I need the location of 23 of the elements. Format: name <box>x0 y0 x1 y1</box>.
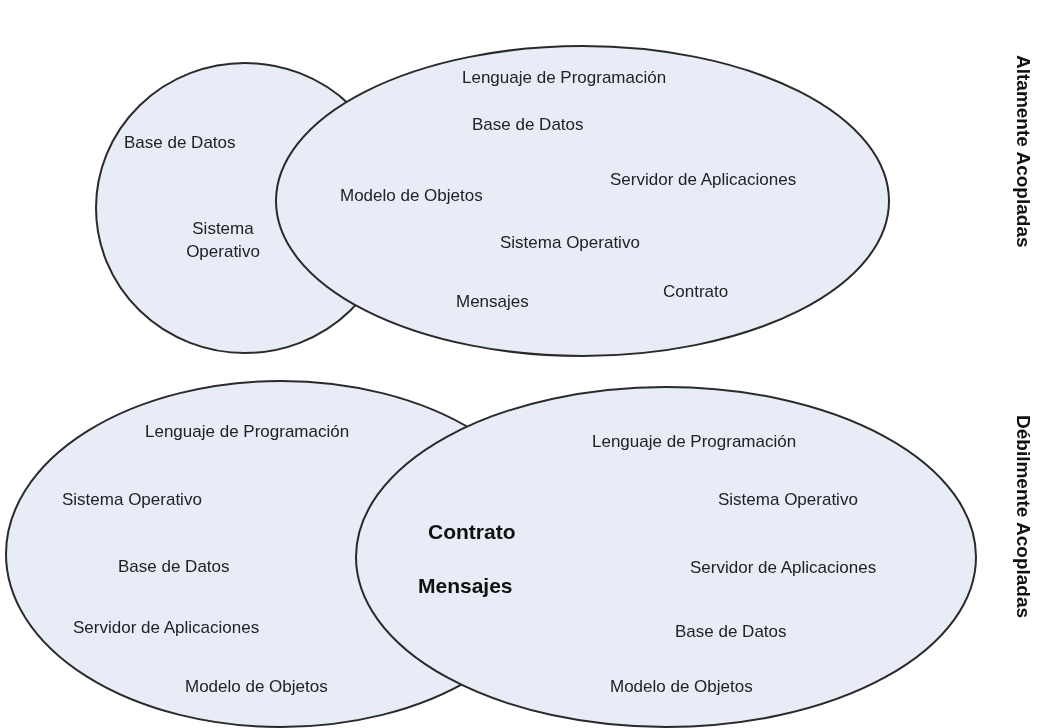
item-text: Modelo de Objetos <box>610 677 753 697</box>
item-text: Servidor de Aplicaciones <box>690 558 877 578</box>
item-text: Modelo de Objetos <box>185 677 328 697</box>
item-text: Lenguaje de Programación <box>462 68 667 88</box>
item-text: Modelo de Objetos <box>340 186 483 206</box>
overlap-label: Contrato <box>428 520 516 544</box>
item-text: Lenguaje de Programación <box>592 432 797 452</box>
item-text: Base de Datos <box>675 622 787 642</box>
item-text: Sistema Operativo <box>185 218 261 263</box>
item-text: Lenguaje de Programación <box>145 422 350 442</box>
side-label: Altamente Acopladas <box>1012 55 1034 248</box>
item-text: Sistema Operativo <box>62 490 202 510</box>
item-text: Base de Datos <box>118 557 230 577</box>
item-text: Contrato <box>663 282 729 302</box>
side-label: Débilmente Acopladas <box>1012 415 1034 619</box>
item-text: Servidor de Aplicaciones <box>610 170 797 190</box>
item-text: Base de Datos <box>124 133 236 153</box>
item-text: Servidor de Aplicaciones <box>73 618 260 638</box>
item-text: Mensajes <box>456 292 529 312</box>
item-text: Sistema Operativo <box>500 233 640 253</box>
overlap-label: Mensajes <box>418 574 513 598</box>
item-text: Sistema Operativo <box>718 490 858 510</box>
item-text: Base de Datos <box>472 115 584 135</box>
